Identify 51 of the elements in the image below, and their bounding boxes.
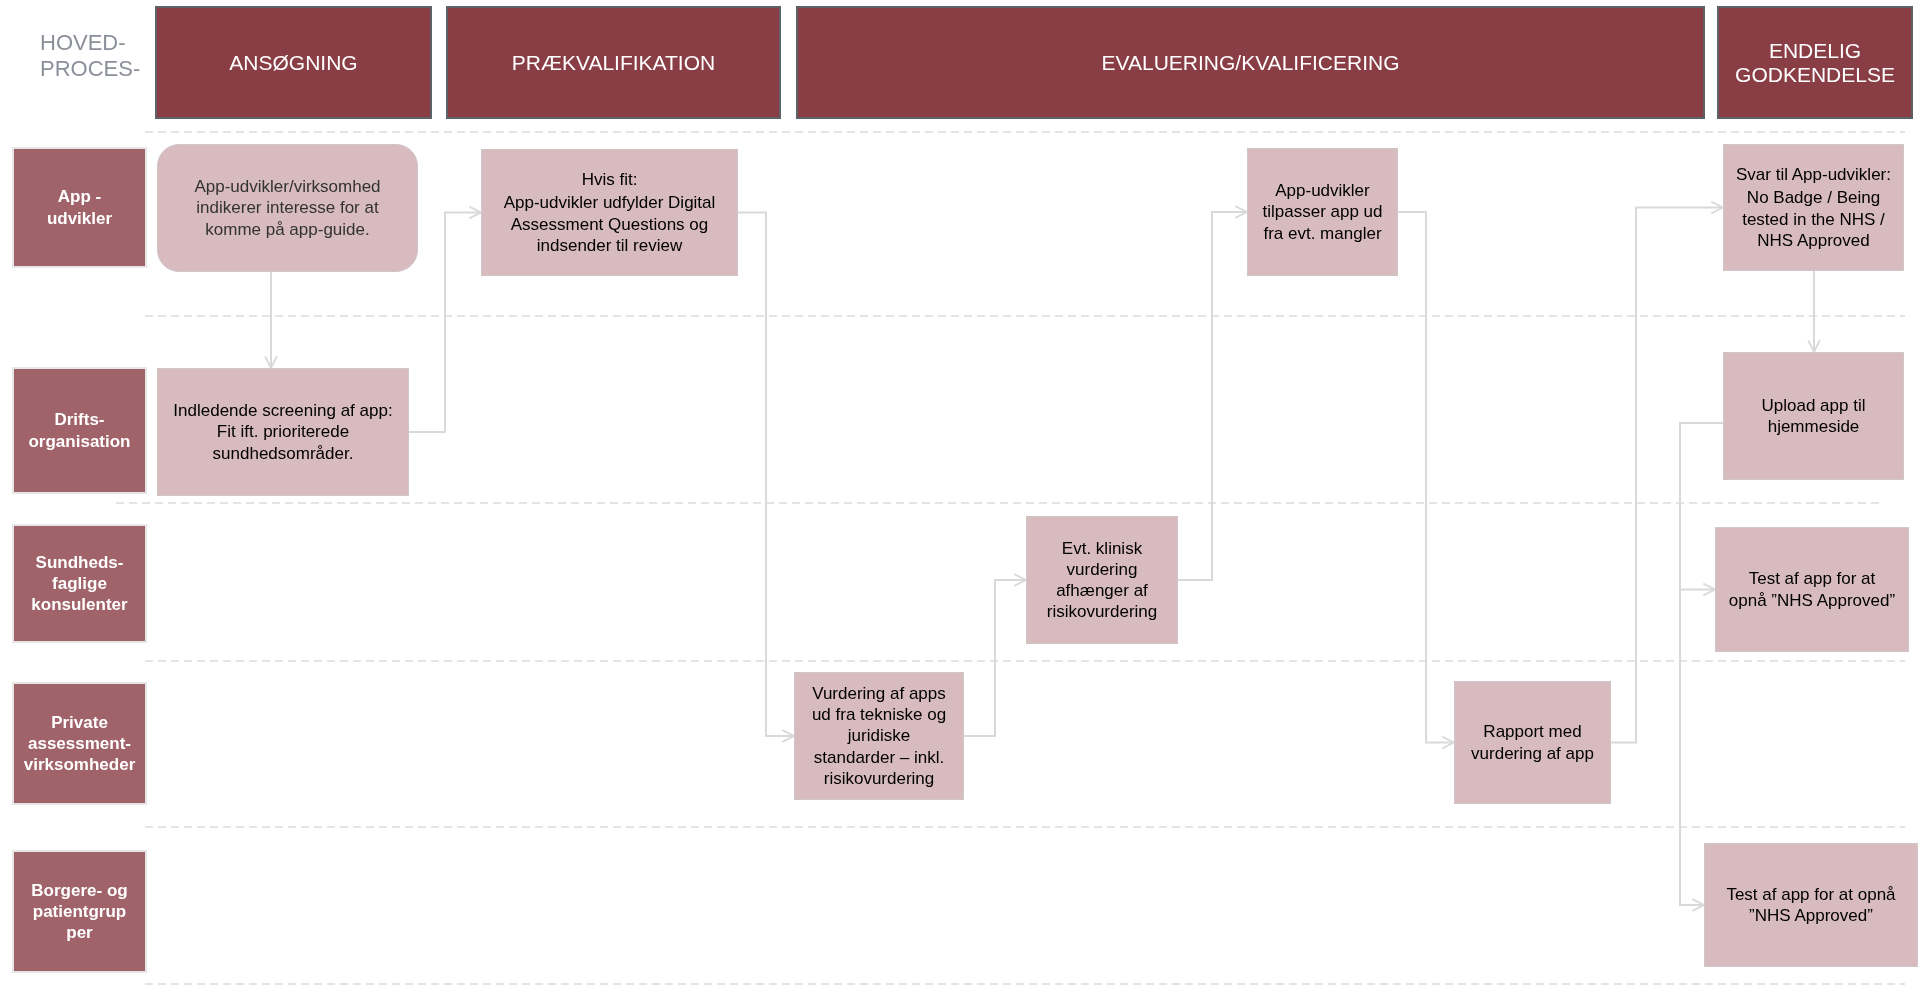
process-box	[1454, 681, 1611, 804]
role-name: Private assessment-virksomheder	[23, 711, 136, 776]
step-text: Evt. klinisk vurdering afhænger af risikovurdering	[1045, 537, 1159, 623]
role-name: App - udvikler	[45, 186, 114, 229]
role-name: Drifts-organisation	[28, 409, 131, 452]
process-box	[1704, 843, 1918, 967]
phase-header	[796, 6, 1705, 119]
lane-label	[12, 524, 147, 643]
process-box	[1715, 527, 1909, 652]
lane-label	[12, 367, 147, 494]
step-text: App-udvikler/virksomhed indikerer interesse for at komme på app-guide.	[193, 176, 382, 240]
role-name: Sundheds-faglige konsulenter	[30, 551, 129, 616]
step-text: Svar til App-udvikler:	[1736, 164, 1891, 186]
connector-arrow	[264, 271, 278, 369]
connector-arrow	[1397, 211, 1455, 750]
connector-arrow	[1610, 200, 1724, 744]
process-box	[1026, 516, 1178, 644]
start-box	[157, 144, 418, 272]
phase-header	[155, 6, 432, 119]
phase-title: PRÆKVALIFIKATION	[511, 50, 716, 75]
connector-arrow	[963, 573, 1027, 737]
lane-label	[12, 147, 147, 268]
row-heading: HOVED-PROCES-	[40, 30, 142, 83]
phase-header	[1717, 6, 1913, 119]
step-text: No Badge / Being tested in the NHS / NHS Approved	[1741, 187, 1886, 251]
connector-arrow	[1807, 270, 1821, 353]
step-text: Upload app til hjemmeside	[1760, 394, 1867, 438]
process-box	[794, 672, 964, 800]
process-box	[157, 368, 409, 496]
lane-label	[12, 850, 147, 973]
connector-arrow	[408, 205, 482, 433]
step-text: Indledende screening af app: Fit ift. prioriterede sundhedsområder.	[172, 400, 394, 464]
process-box	[1723, 352, 1904, 480]
phase-title: EVALUERING/KVALIFICERING	[1101, 50, 1400, 75]
connector-arrow	[1177, 205, 1248, 581]
step-text: App-udvikler udfylder Digital Assessment Questions og indsender til review	[502, 192, 717, 256]
process-box	[481, 149, 738, 276]
process-box	[1247, 148, 1398, 276]
connector-arrow	[737, 211, 795, 743]
lane-label	[12, 682, 147, 805]
process-box	[1723, 144, 1904, 271]
step-text: Test af app for at opnå ”NHS Approved”	[1725, 883, 1897, 927]
step-text: App-udvikler tilpasser app ud fra evt. mangler	[1261, 180, 1384, 244]
phase-title: ANSØGNING	[229, 50, 358, 75]
phase-header	[446, 6, 781, 119]
step-text: Hvis fit:	[581, 169, 638, 191]
step-text: Rapport med vurdering af app	[1470, 721, 1595, 764]
step-text: Test af app for at opnå ”NHS Approved”	[1728, 568, 1896, 611]
phase-title: ENDELIG GODKENDELSE	[1734, 38, 1896, 87]
role-name: Borgere- og patientgrup per	[30, 879, 129, 944]
step-text: Vurdering af apps ud fra tekniske og juridiske standarder – inkl. risikovurdering	[810, 682, 948, 790]
